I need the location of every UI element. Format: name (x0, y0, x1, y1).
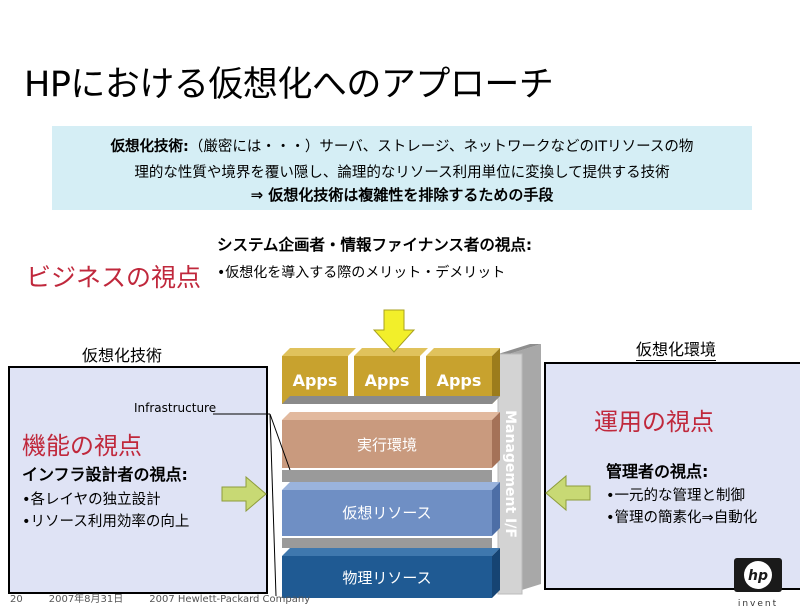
left-panel-box (8, 366, 268, 594)
definition-label: 仮想化技術: (110, 139, 189, 155)
down-arrow-icon (372, 309, 416, 353)
function-perspective-title: 機能の視点 (22, 432, 142, 460)
virtual-separator (282, 470, 492, 482)
right-bullet-2: •管理の簡素化⇒自動化 (606, 510, 758, 526)
virtual-layer (282, 490, 492, 536)
virtual-top (282, 482, 500, 490)
hp-logo-text: hp (748, 568, 768, 584)
virtual-side (492, 482, 500, 536)
infrastructure-callout-diag (269, 413, 291, 471)
apps-3-label: Apps (437, 371, 482, 390)
definition-conclusion: ⇒ 仮想化技術は複雑性を排除するための手段 (250, 186, 554, 204)
definition-box: 仮想化技術:（厳密には・・・）サーバ、ストレージ、ネットワークなどのITリソース… (52, 126, 752, 210)
hp-logo: hp invent (734, 558, 782, 609)
footer-date: 2007年8月31日 (48, 594, 124, 605)
right-panel-box (544, 362, 800, 590)
apps-1-label: Apps (293, 371, 338, 390)
runtime-layer (282, 420, 492, 468)
definition-line-1: 仮想化技術:（厳密には・・・）サーバ、ストレージ、ネットワークなどのITリソース… (52, 135, 752, 156)
apps-row: Apps Apps Apps (282, 348, 500, 404)
operations-perspective-title: 運用の視点 (594, 408, 714, 436)
runtime-separator (282, 396, 500, 404)
runtime-label: 実行環境 (357, 436, 417, 454)
business-perspective-title: ビジネスの視点 (26, 263, 202, 292)
management-label: Management I/F (502, 410, 518, 538)
physical-label: 物理リソース (342, 569, 431, 587)
physical-side (492, 548, 500, 598)
right-bullet-1: •一元的な管理と制御 (606, 488, 746, 504)
runtime-side (492, 412, 500, 468)
apps-side (492, 348, 500, 404)
business-heading: システム企画者・情報ファイナンス者の視点: (217, 236, 533, 254)
hp-logo-tagline: invent (738, 599, 778, 609)
slide-footer: 20 2007年8月31日 2007 Hewlett-Packard Company (10, 590, 336, 605)
infrastructure-callout-bracket (269, 413, 277, 597)
right-panel-header: 仮想化環境 (636, 336, 717, 361)
infrastructure-label: Infrastructure (134, 401, 217, 415)
page-number: 20 (10, 594, 23, 605)
left-arrow-icon (545, 474, 591, 512)
page-title: HPにおける仮想化へのアプローチ (24, 65, 554, 105)
hp-logo-circle (744, 561, 772, 589)
apps-2-label: Apps (365, 371, 410, 390)
physical-layer (282, 556, 492, 598)
footer-copyright: 2007 Hewlett-Packard Company (149, 594, 311, 605)
apps-2-top (354, 348, 428, 356)
left-panel-header-text: 仮想化技術 (82, 346, 163, 367)
infra-designer-heading: インフラ設計者の視点: (22, 465, 188, 484)
right-panel-header-text: 仮想化環境 (636, 340, 717, 361)
business-bullet: •仮想化を導入する際のメリット・デメリット (217, 265, 506, 281)
left-bullet-1: •各レイヤの独立設計 (22, 492, 161, 508)
management-top (498, 344, 541, 354)
definition-line-1-text: （厳密には・・・）サーバ、ストレージ、ネットワークなどのITリソースの物 (188, 139, 694, 155)
right-arrow-icon (221, 475, 267, 513)
physical-top (282, 548, 500, 556)
management-column (497, 353, 523, 595)
left-panel-header: 仮想化技術 (82, 342, 163, 367)
virtual-label: 仮想リソース (342, 504, 431, 522)
apps-1-top (282, 348, 356, 356)
administrator-heading: 管理者の視点: (606, 462, 709, 481)
left-bullet-2: •リソース利用効率の向上 (22, 514, 190, 530)
physical-separator (282, 538, 492, 548)
runtime-top (282, 412, 500, 420)
apps-3-top (426, 348, 500, 356)
definition-line-2: 理的な性質や境界を覆い隠し、論理的なリソース利用単位に変換して提供する技術 (134, 165, 670, 181)
